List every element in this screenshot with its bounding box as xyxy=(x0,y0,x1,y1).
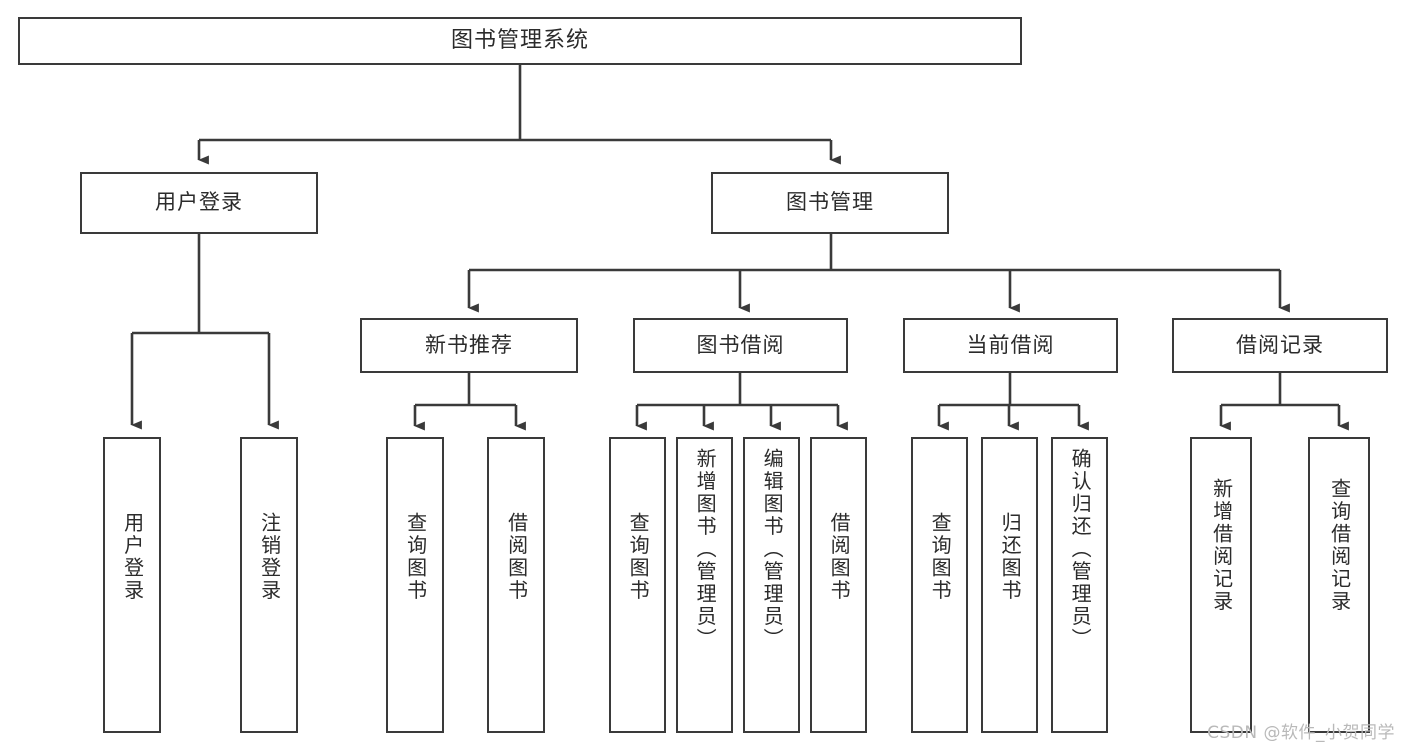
leaf-label-borrow-book: 借阅图书 xyxy=(827,512,852,602)
leaf-label-borrow-book-recommend: 借阅图书 xyxy=(504,512,529,602)
leaf-label-add-borrow-record: 新增借阅记录 xyxy=(1209,478,1234,613)
node-leaf-query-book-recommend[interactable]: 查询图书 xyxy=(386,437,444,733)
node-book-borrow-label: 图书借阅 xyxy=(696,332,785,357)
node-leaf-query-book-current[interactable]: 查询图书 xyxy=(911,437,968,733)
leaf-label-query-book-borrow: 查询图书 xyxy=(626,512,651,602)
node-leaf-return-book[interactable]: 归还图书 xyxy=(981,437,1038,733)
node-leaf-edit-book[interactable]: 编辑图书（管理员） xyxy=(743,437,800,733)
node-leaf-query-borrow-record[interactable]: 查询借阅记录 xyxy=(1308,437,1370,733)
leaf-label-edit-book: 编辑图书（管理员） xyxy=(760,448,785,651)
node-leaf-user-login[interactable]: 用户登录 xyxy=(103,437,161,733)
leaf-label-query-book-current: 查询图书 xyxy=(928,512,953,602)
node-leaf-add-borrow-record[interactable]: 新增借阅记录 xyxy=(1190,437,1252,733)
leaf-label-user-login: 用户登录 xyxy=(120,512,145,602)
node-current-borrow[interactable]: 当前借阅 xyxy=(903,318,1118,373)
leaf-label-logout: 注销登录 xyxy=(257,512,282,602)
node-leaf-add-book[interactable]: 新增图书（管理员） xyxy=(676,437,733,733)
node-book-borrow[interactable]: 图书借阅 xyxy=(633,318,848,373)
node-new-book-recommend-label: 新书推荐 xyxy=(425,332,513,357)
node-root-label: 图书管理系统 xyxy=(450,27,589,53)
node-user-login-label: 用户登录 xyxy=(155,190,243,215)
node-borrow-record-label: 借阅记录 xyxy=(1236,332,1324,357)
node-book-management[interactable]: 图书管理 xyxy=(711,172,949,234)
node-user-login[interactable]: 用户登录 xyxy=(80,172,318,234)
leaf-label-add-book: 新增图书（管理员） xyxy=(693,448,718,651)
node-new-book-recommend[interactable]: 新书推荐 xyxy=(360,318,578,373)
node-leaf-confirm-return[interactable]: 确认归还（管理员） xyxy=(1051,437,1108,733)
leaf-label-query-borrow-record: 查询借阅记录 xyxy=(1327,478,1352,613)
leaf-label-return-book: 归还图书 xyxy=(998,512,1023,602)
node-leaf-query-book-borrow[interactable]: 查询图书 xyxy=(609,437,666,733)
node-borrow-record[interactable]: 借阅记录 xyxy=(1172,318,1388,373)
node-book-management-label: 图书管理 xyxy=(786,190,874,215)
watermark: CSDN @软件_小贺同学 xyxy=(1207,723,1395,743)
leaf-label-query-book-recommend: 查询图书 xyxy=(403,512,428,602)
leaf-label-confirm-return: 确认归还（管理员） xyxy=(1068,448,1093,651)
node-current-borrow-label: 当前借阅 xyxy=(966,332,1055,357)
node-root[interactable]: 图书管理系统 xyxy=(18,17,1022,65)
node-leaf-borrow-book[interactable]: 借阅图书 xyxy=(810,437,867,733)
node-leaf-borrow-book-recommend[interactable]: 借阅图书 xyxy=(487,437,545,733)
node-leaf-logout[interactable]: 注销登录 xyxy=(240,437,298,733)
